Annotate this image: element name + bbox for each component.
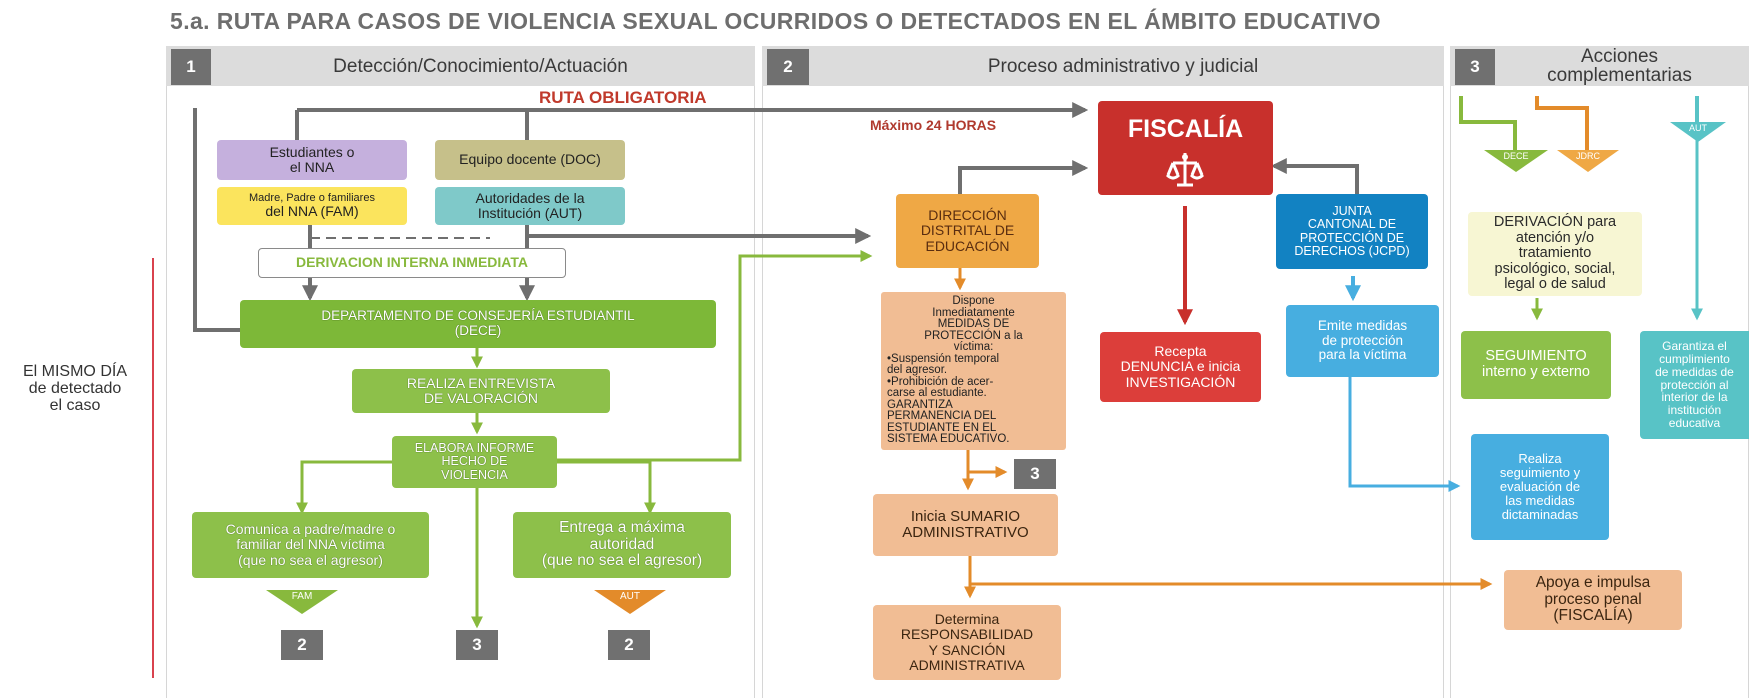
tag-jdrc-label: JDRC — [1576, 151, 1600, 161]
box-recepta-denuncia: Recepta DENUNCIA e inicia INVESTIGACIÓN — [1100, 332, 1261, 402]
ref-3-col2: 3 — [1014, 459, 1056, 489]
box-padres-familiares: Madre, Padre o familiares del NNA (FAM) — [217, 187, 407, 225]
ref-2-left: 2 — [281, 630, 323, 660]
ref-3-mid: 3 — [456, 630, 498, 660]
box-equipo-docente: Equipo docente (DOC) — [435, 140, 625, 180]
box-fiscalia: FISCALÍA — [1098, 101, 1273, 195]
box-determina-responsabilidad: Determina RESPONSABILIDAD Y SANCIÓN ADMI… — [873, 605, 1061, 680]
ruta-obligatoria-label: RUTA OBLIGATORIA — [539, 88, 707, 107]
column-3-number: 3 — [1455, 49, 1495, 85]
maximo-24-label: Máximo 24 HORAS — [870, 117, 997, 133]
box-realiza-seguimiento: Realiza seguimiento y evaluación de las … — [1471, 434, 1609, 540]
box-emite-medidas: Emite medidas de protección para la víct… — [1286, 305, 1439, 377]
dispone-item-2: •Prohibición de acer- carse al estudiant… — [887, 375, 994, 399]
dispone-item-1: •Suspensión temporal del agresor. — [887, 352, 1000, 376]
box-seguimiento: SEGUIMIENTO interno y externo — [1461, 331, 1611, 399]
tag-aut-label: AUT — [620, 591, 640, 602]
tag-fam-label: FAM — [291, 591, 313, 602]
column-1-title: Detección/Conocimiento/Actuación — [333, 55, 628, 77]
box-informe: ELABORA INFORME HECHO DE VIOLENCIA — [392, 436, 557, 488]
box-direccion-distrital: DIRECCIÓN DISTRITAL DE EDUCACIÓN — [896, 194, 1039, 268]
box-entrega: Entrega a máxima autoridad (que no sea e… — [513, 512, 731, 578]
same-day-label: El MISMO DÍA de detectado el caso — [22, 363, 127, 414]
box-apoya-proceso-penal: Apoya e impulsa proceso penal (FISCALÍA) — [1504, 570, 1682, 630]
justice-icon — [1165, 153, 1205, 187]
box-estudiantes: Estudiantes o el NNA — [217, 140, 407, 180]
column-2-title: Proceso administrativo y judicial — [987, 55, 1259, 77]
tag-dece-label: DECE — [1503, 151, 1529, 161]
padres-big-text: del NNA (FAM) — [265, 203, 359, 220]
dispone-head: Dispone Inmediatamente MEDIDAS DE PROTEC… — [924, 295, 1023, 353]
tag-aut-col3-triangle — [1670, 122, 1726, 142]
box-dece: DEPARTAMENTO DE CONSEJERÍA ESTUDIANTIL (… — [240, 300, 716, 348]
dispone-tail: GARANTIZA PERMANENCIA DEL ESTUDIANTE EN … — [887, 398, 1010, 445]
column-3-header: Acciones complementarias — [1450, 46, 1749, 86]
ref-2-right: 2 — [608, 630, 650, 660]
box-derivacion-interna: DERIVACION INTERNA INMEDIATA — [258, 248, 566, 278]
same-day-bracket-line — [152, 258, 154, 678]
box-junta-cantonal: JUNTA CANTONAL DE PROTECCIÓN DE DERECHOS… — [1276, 194, 1428, 269]
column-2-header: Proceso administrativo y judicial — [762, 46, 1444, 86]
box-comunica: Comunica a padre/madre o familiar del NN… — [192, 512, 429, 578]
box-derivacion-atencion: DERIVACIÓN para atención y/o tratamiento… — [1468, 212, 1642, 296]
tag-fam-triangle — [266, 590, 338, 614]
box-dispone-medidas: Dispone Inmediatamente MEDIDAS DE PROTEC… — [881, 292, 1066, 450]
padres-small-text: Madre, Padre o familiares — [249, 191, 375, 204]
column-3-title: Acciones complementarias — [1547, 46, 1692, 86]
box-entrevista: REALIZA ENTREVISTA DE VALORACIÓN — [352, 369, 610, 413]
tag-aut-col3-label: AUT — [1689, 123, 1707, 133]
box-sumario-administrativo: Inicia SUMARIO ADMINISTRATIVO — [873, 494, 1058, 556]
tag-dece-triangle — [1484, 150, 1548, 172]
box-garantiza-cumplimiento: Garantiza el cumplimiento de medidas de … — [1640, 331, 1749, 439]
column-2-number: 2 — [767, 49, 809, 85]
column-1-header: Detección/Conocimiento/Actuación — [166, 46, 755, 86]
column-1-number: 1 — [171, 49, 211, 85]
fiscalia-title: FISCALÍA — [1127, 115, 1244, 143]
tag-aut-triangle — [594, 590, 666, 614]
box-autoridades: Autoridades de la Institución (AUT) — [435, 187, 625, 225]
tag-jdrc-triangle — [1557, 150, 1619, 172]
diagram-title: 5.a. RUTA PARA CASOS DE VIOLENCIA SEXUAL… — [170, 8, 1381, 34]
